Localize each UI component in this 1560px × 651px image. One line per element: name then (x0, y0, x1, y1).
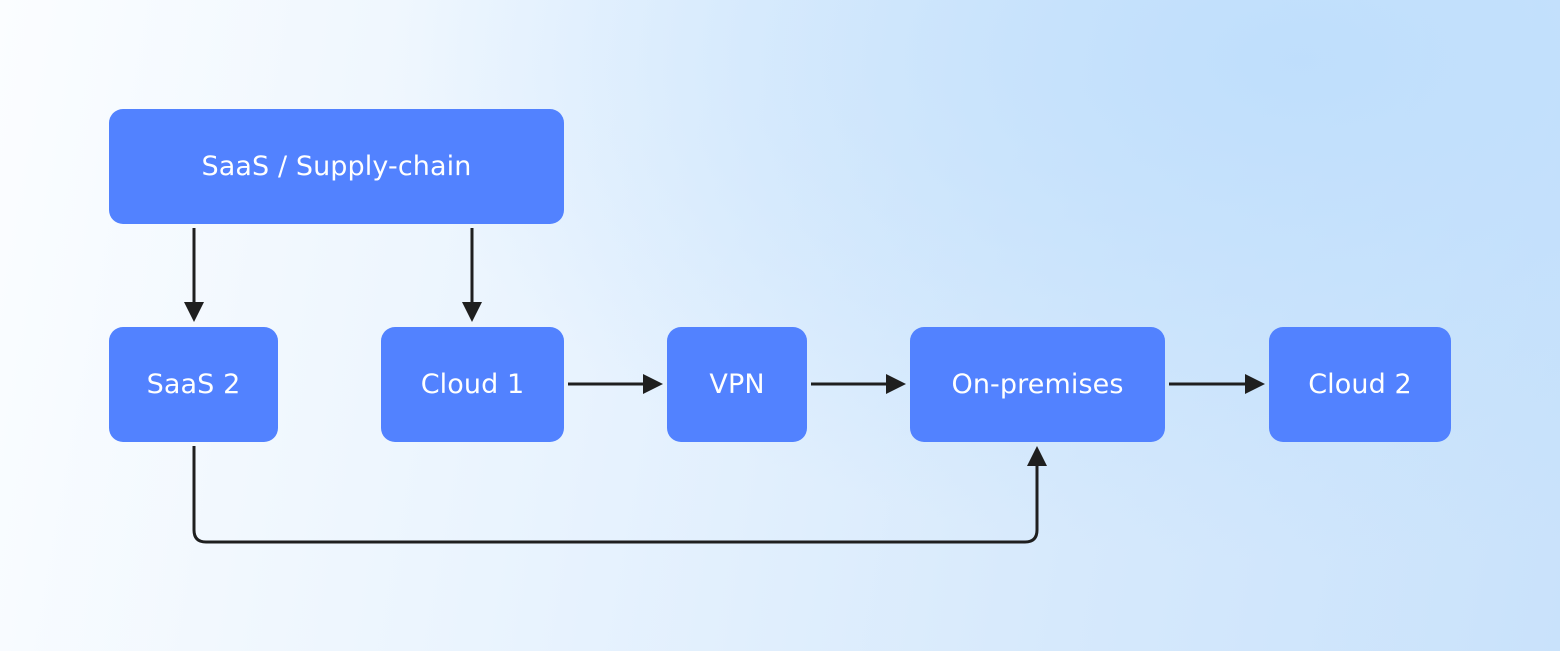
node-saas-2: SaaS 2 (109, 327, 278, 442)
node-vpn: VPN (667, 327, 807, 442)
node-cloud-2-label: Cloud 2 (1308, 369, 1412, 400)
arrowhead-supply-to-cloud1 (462, 302, 482, 322)
node-cloud-1: Cloud 1 (381, 327, 564, 442)
node-on-premises-label: On-premises (951, 369, 1124, 400)
arrowhead-supply-to-saas2 (184, 302, 204, 322)
arrowhead-vpn-to-onprem (886, 374, 906, 394)
node-on-premises: On-premises (910, 327, 1165, 442)
node-saas-supply-chain: SaaS / Supply-chain (109, 109, 564, 224)
node-cloud-2: Cloud 2 (1269, 327, 1451, 442)
node-cloud-1-label: Cloud 1 (420, 369, 525, 400)
arrowhead-onprem-to-cloud2 (1245, 374, 1265, 394)
node-vpn-label: VPN (709, 369, 765, 400)
edge-saas2-to-onprem (192, 446, 1039, 544)
arrowhead-saas2-to-onprem (1027, 446, 1047, 466)
node-saas-2-label: SaaS 2 (146, 369, 241, 400)
arrowhead-cloud1-to-vpn (643, 374, 663, 394)
node-saas-supply-chain-label: SaaS / Supply-chain (201, 151, 472, 182)
